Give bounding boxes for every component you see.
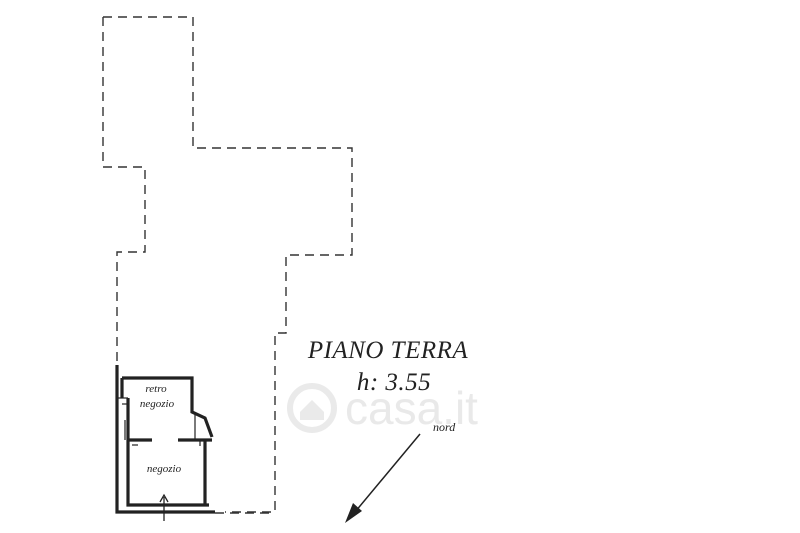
watermark: casa.it <box>287 382 478 434</box>
north-label: nord <box>433 420 456 434</box>
floor-height-label: h: 3.55 <box>357 369 431 396</box>
shop-walls <box>115 365 215 514</box>
building-outline <box>102 16 353 513</box>
room-label-negozio: negozio <box>147 463 182 475</box>
watermark-logo-icon <box>287 383 337 433</box>
floor-title: PIANO TERRA <box>307 337 469 364</box>
watermark-text: casa.it <box>345 382 478 434</box>
watermark-house-icon <box>300 400 324 420</box>
north-arrow-icon <box>345 433 421 523</box>
entrance-arrow-icon <box>159 493 169 521</box>
room-label-retro-negozio: negozio <box>140 398 175 410</box>
room-label-retro: retro <box>145 383 167 395</box>
detail-lines <box>117 397 201 446</box>
